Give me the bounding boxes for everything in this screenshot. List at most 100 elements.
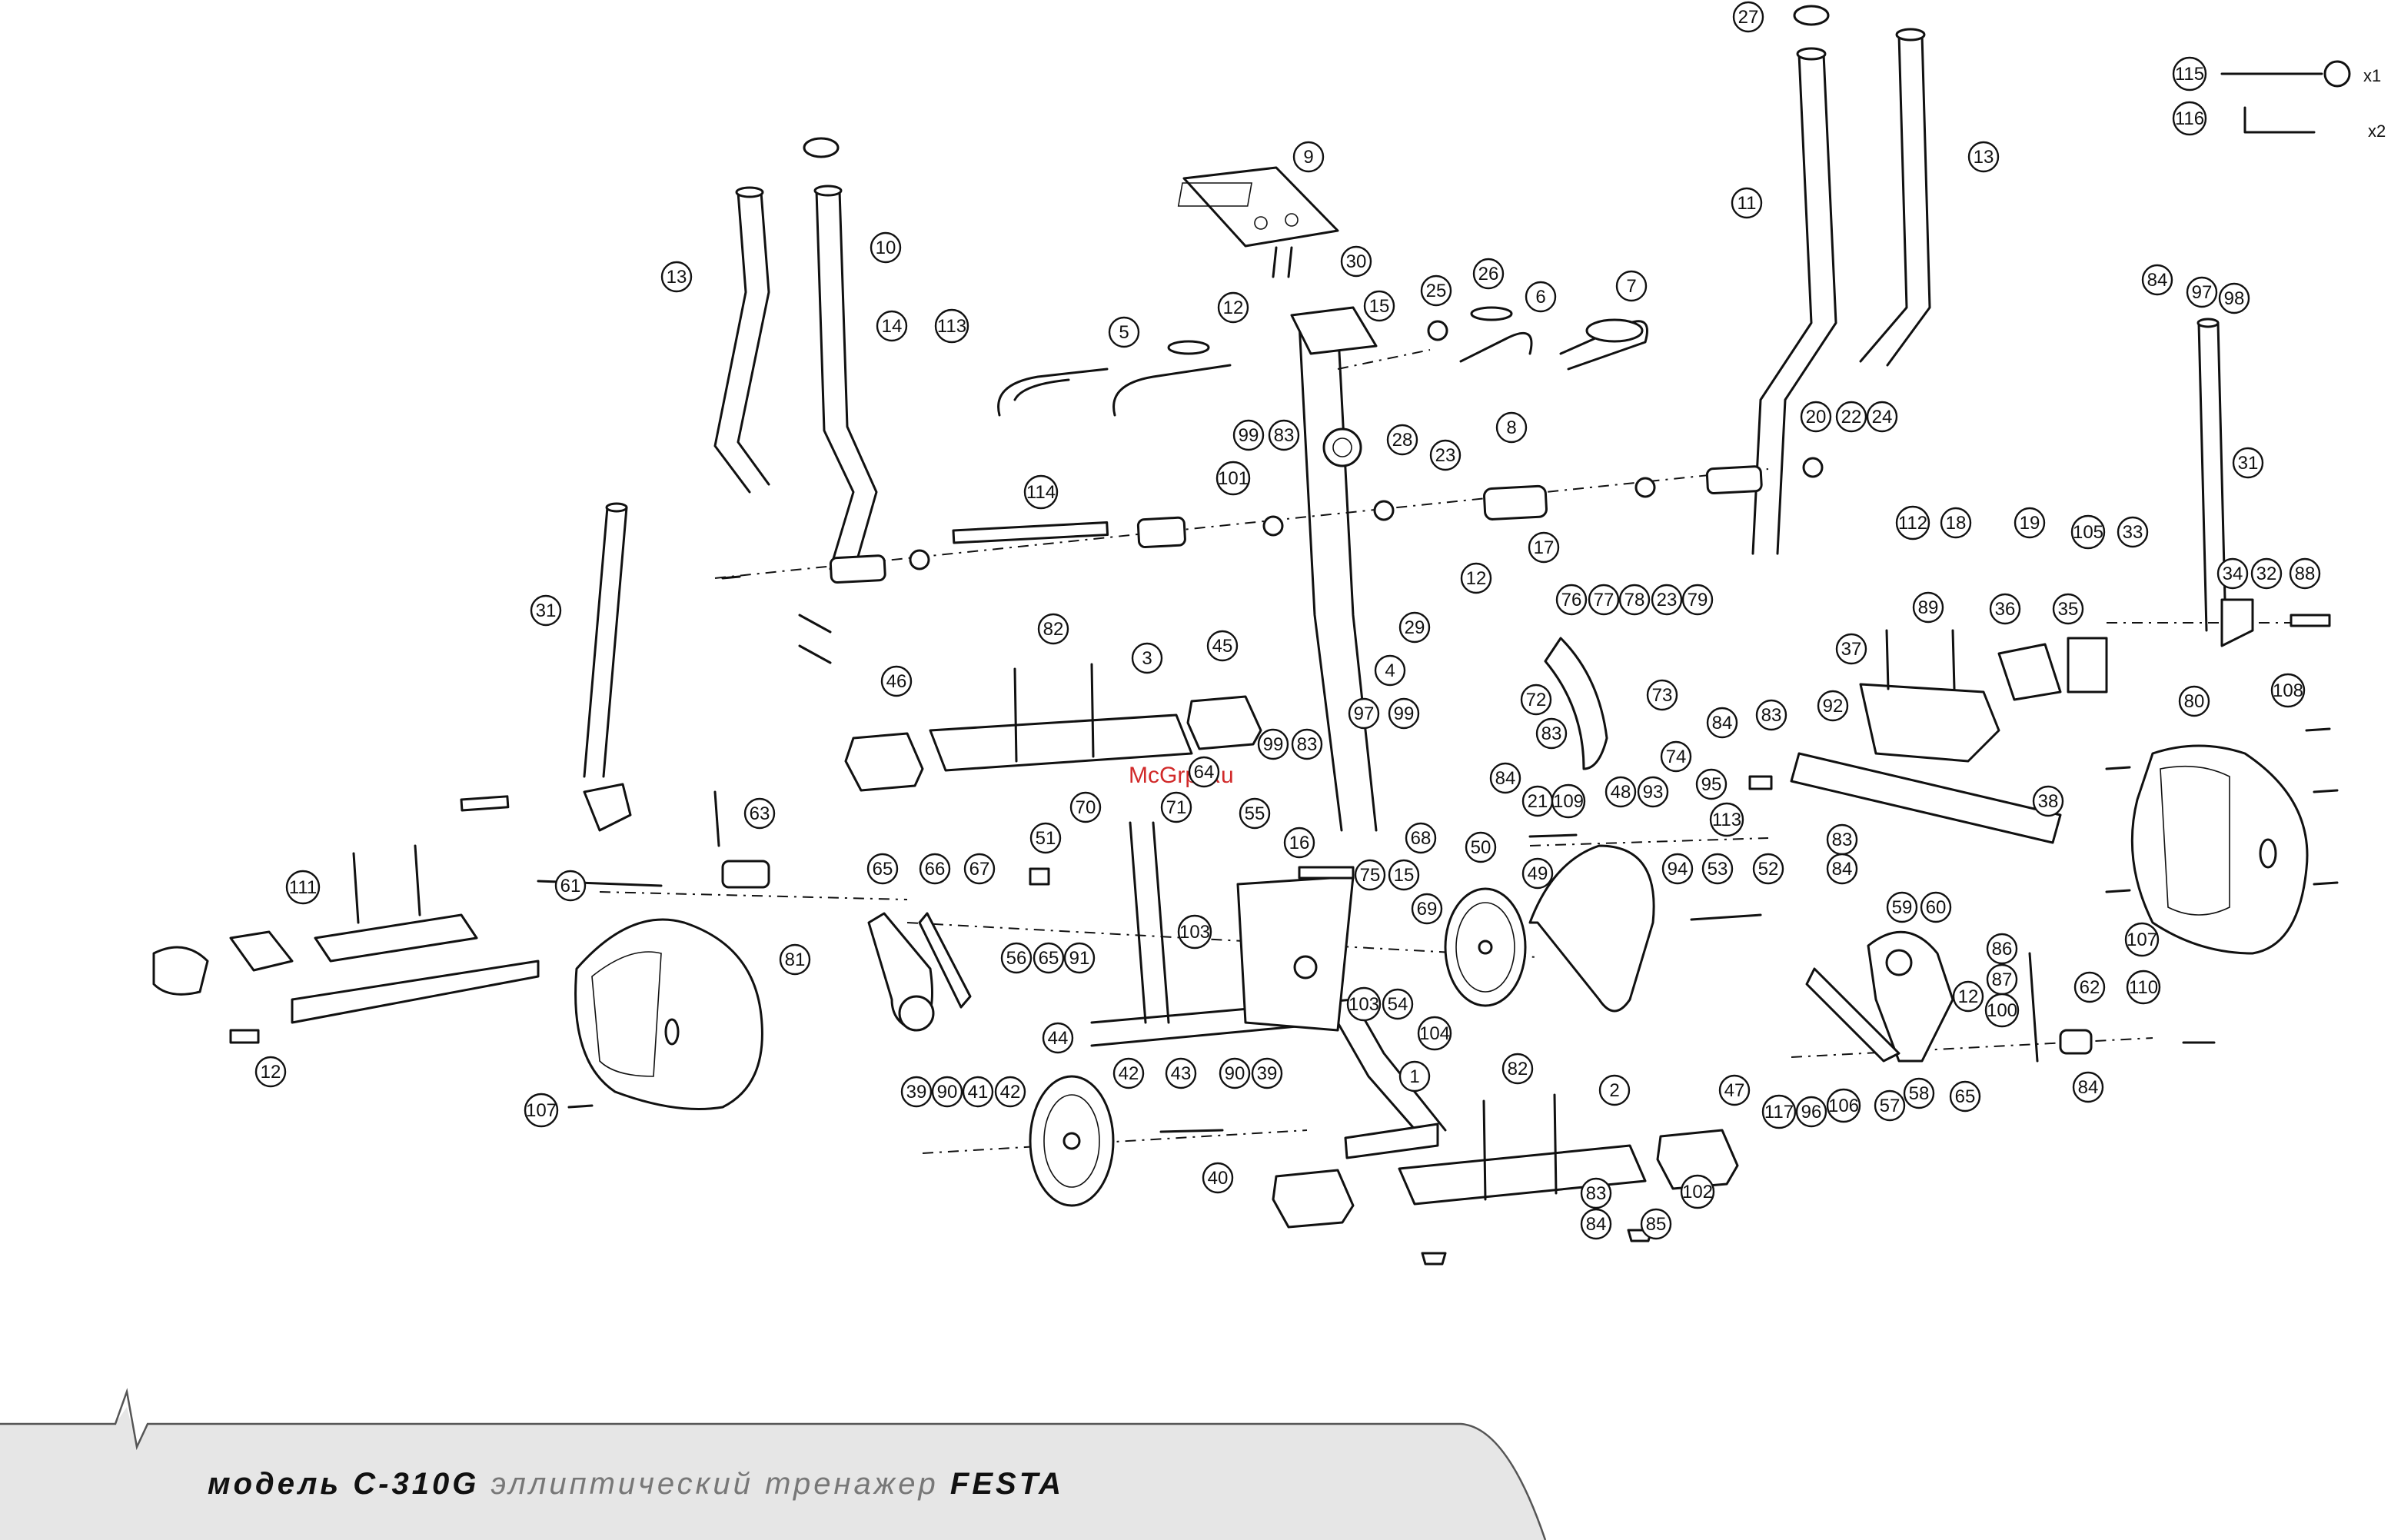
callout-circle xyxy=(779,943,811,976)
part-number: 112 xyxy=(1898,513,1927,534)
part-callout: 97 xyxy=(1348,697,1380,730)
part-callout: 65 xyxy=(1033,942,1065,974)
part-callout: 39 xyxy=(900,1076,933,1108)
callout-circle xyxy=(1354,859,1386,891)
part-number: 107 xyxy=(526,1100,557,1121)
callout-circle xyxy=(2250,557,2283,590)
part-number: 37 xyxy=(1841,639,1862,660)
part-callout: 99 xyxy=(1388,697,1420,730)
callout-circle xyxy=(1920,891,1952,923)
callout-circle xyxy=(1206,630,1239,662)
part-number: 48 xyxy=(1611,782,1631,803)
left-side-cover xyxy=(567,918,763,1110)
part-callout: 114 xyxy=(1023,474,1059,510)
part-callout: 77 xyxy=(1588,584,1620,616)
part-number: 28 xyxy=(1392,430,1413,451)
part-number: 69 xyxy=(1417,899,1438,920)
part-number: 88 xyxy=(2295,564,2316,584)
part-number: 65 xyxy=(1955,1086,1976,1107)
callout-circle xyxy=(1895,505,1930,540)
callout-circle xyxy=(1160,791,1192,823)
part-number: 67 xyxy=(969,859,990,880)
part-callout: 15 xyxy=(1363,290,1395,322)
model-subtitle: эллиптический тренажер xyxy=(491,1467,939,1501)
part-number: 113 xyxy=(1712,810,1741,830)
part-callout: 84 xyxy=(1826,853,1858,885)
part-callout: 23 xyxy=(1429,439,1462,471)
part-number: 102 xyxy=(1682,1182,1713,1202)
callout-circle xyxy=(1521,857,1554,890)
part-number: 96 xyxy=(1801,1102,1822,1123)
part-callout: 74 xyxy=(1660,740,1692,773)
part-callout: 65 xyxy=(1949,1080,1981,1113)
part-callout: 116 xyxy=(2172,101,2207,136)
part-number: 5 xyxy=(1119,322,1129,343)
callout-circle xyxy=(1465,831,1497,863)
callout-circle xyxy=(1598,1074,1631,1106)
callout-circle xyxy=(1037,613,1069,645)
callout-circle xyxy=(1386,424,1418,456)
part-callout: 112 xyxy=(1895,505,1930,540)
part-number: 104 xyxy=(1419,1023,1450,1044)
part-callout: 85 xyxy=(1640,1208,1672,1240)
part-number: 90 xyxy=(1225,1063,1245,1084)
part-number: 110 xyxy=(2129,977,2158,998)
part-number: 12 xyxy=(1958,986,1979,1007)
part-callout: 48 xyxy=(1605,776,1637,808)
callout-circle xyxy=(1177,914,1212,950)
callout-circle xyxy=(1718,1074,1751,1106)
part-number: 6 xyxy=(1535,287,1545,308)
part-callout: 25 xyxy=(1420,274,1452,307)
callout-circle xyxy=(1251,1057,1283,1089)
part-callout: 57 xyxy=(1874,1089,1906,1122)
callout-circle xyxy=(2141,264,2173,296)
callout-circle xyxy=(1374,654,1406,687)
callout-circle xyxy=(2032,785,2064,817)
callout-circle xyxy=(1420,274,1452,307)
callout-circle xyxy=(1940,507,1972,539)
callout-circle xyxy=(1580,1208,1612,1240)
callout-circle xyxy=(2124,922,2160,957)
part-number: 26 xyxy=(1478,264,1499,284)
part-callout: 43 xyxy=(1165,1057,1197,1089)
part-number: 34 xyxy=(2223,564,2243,584)
part-number: 27 xyxy=(1738,7,1759,28)
part-number: 105 xyxy=(2073,522,2103,543)
model-prefix: модель xyxy=(208,1467,342,1501)
part-number: 83 xyxy=(1297,734,1318,755)
part-number: 35 xyxy=(2058,599,2079,620)
part-callout: 96 xyxy=(1795,1096,1827,1128)
callout-circle xyxy=(1755,699,1787,731)
part-callout: 108 xyxy=(2270,673,2306,708)
part-number: 42 xyxy=(1119,1063,1139,1084)
part-number: 66 xyxy=(925,859,946,880)
part-callout: 104 xyxy=(1417,1016,1452,1051)
part-number: 41 xyxy=(968,1082,989,1103)
callout-circle xyxy=(1680,1174,1715,1209)
part-callout: 65 xyxy=(866,853,899,885)
callout-circle xyxy=(866,853,899,885)
callout-circle xyxy=(1165,1057,1197,1089)
part-callout: 78 xyxy=(1618,584,1651,616)
callout-circle xyxy=(1063,942,1096,974)
part-number: 99 xyxy=(1394,703,1415,724)
part-number: 83 xyxy=(1832,830,1853,850)
callout-circle xyxy=(1535,717,1568,750)
callout-circle xyxy=(1501,1053,1534,1085)
part-callout: 32 xyxy=(2250,557,2283,590)
callout-circle xyxy=(1967,141,2000,173)
part-callout: 92 xyxy=(1817,690,1849,722)
callout-circle xyxy=(1340,245,1372,278)
part-number: 103 xyxy=(1348,994,1379,1015)
callout-circle xyxy=(1580,1177,1612,1209)
part-callout: 40 xyxy=(1202,1162,1234,1194)
callout-circle xyxy=(1112,1057,1145,1089)
part-number: 4 xyxy=(1385,660,1395,681)
part-callout: 83 xyxy=(1580,1177,1612,1209)
callout-circle xyxy=(1528,531,1560,564)
callout-circle xyxy=(1292,141,1325,173)
callout-circle xyxy=(2117,516,2149,548)
callout-circle xyxy=(660,261,693,293)
callout-circle xyxy=(1398,1060,1431,1093)
callout-circle xyxy=(1268,419,1300,451)
